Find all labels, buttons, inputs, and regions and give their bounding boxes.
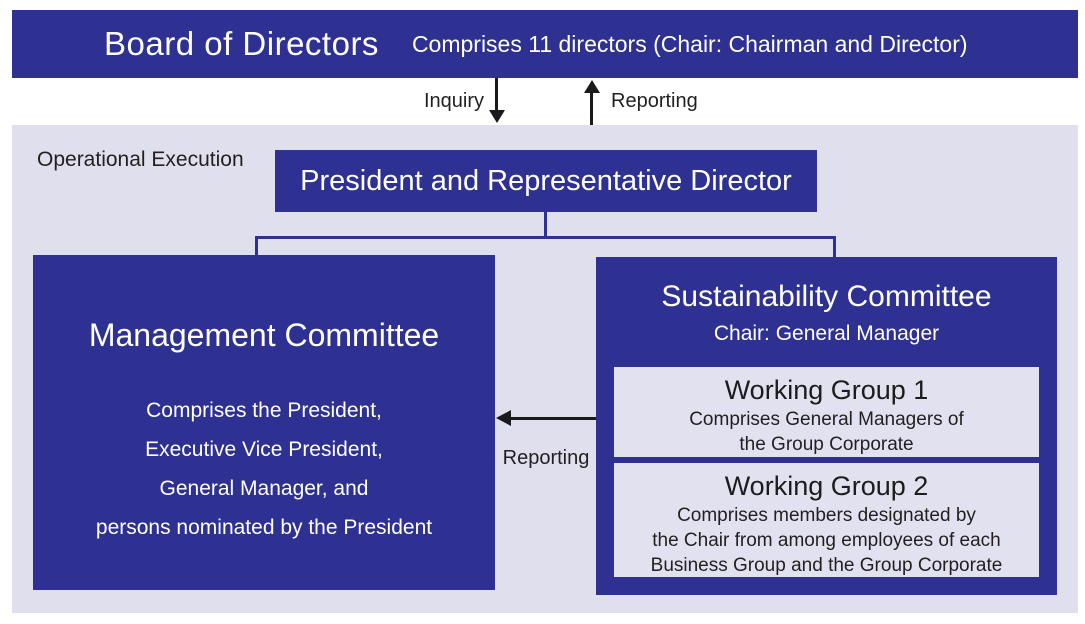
working-group-1-description: Comprises General Managers of the Group …: [614, 407, 1039, 457]
inquiry-label: Inquiry: [423, 90, 484, 112]
board-of-directors-box: Board of Directors Comprises 11 director…: [12, 10, 1078, 78]
management-committee-box: Management Committee Comprises the Presi…: [33, 255, 495, 590]
president-title: President and Representative Director: [300, 164, 792, 197]
working-group-2-box: Working Group 2 Comprises members design…: [614, 463, 1039, 577]
board-of-directors-title: Board of Directors: [104, 25, 379, 62]
working-group-1-title: Working Group 1: [724, 375, 929, 405]
reporting-up-label: Reporting: [611, 90, 698, 112]
management-committee-line: General Manager, and: [159, 477, 369, 500]
operational-execution-label: Operational Execution: [37, 148, 244, 171]
connector-branch-horizontal: [255, 236, 836, 239]
inquiry-down-arrow-icon: [495, 78, 498, 112]
sustainability-committee-title: Sustainability Committee: [661, 280, 992, 313]
working-group-2-line: Business Group and the Group Corporate: [650, 555, 1003, 576]
working-group-2-description: Comprises members designated by the Chai…: [614, 503, 1039, 578]
inquiry-down-arrowhead-icon: [489, 110, 505, 123]
sustainability-committee-box: Sustainability Committee Chair: General …: [596, 257, 1057, 595]
connector-drop-management: [255, 237, 258, 256]
working-group-1-box: Working Group 1 Comprises General Manage…: [614, 367, 1039, 457]
sustainability-committee-chair: Chair: General Manager: [713, 322, 940, 345]
management-committee-description: Comprises the President, Executive Vice …: [33, 391, 495, 547]
working-group-2-line: the Chair from among employees of each: [652, 530, 1001, 551]
reporting-up-arrow-icon: [590, 91, 593, 126]
management-committee-line: persons nominated by the President: [95, 516, 433, 539]
working-group-1-line: the Group Corporate: [739, 434, 914, 455]
connector-drop-sustainability: [833, 237, 836, 258]
connector-president-stem: [544, 211, 547, 238]
reporting-left-label: Reporting: [502, 447, 590, 469]
reporting-up-arrowhead-icon: [584, 80, 600, 93]
management-committee-title: Management Committee: [88, 317, 440, 353]
president-box: President and Representative Director: [275, 150, 817, 212]
management-committee-line: Comprises the President,: [146, 399, 382, 422]
reporting-left-arrowhead-icon: [496, 410, 511, 426]
working-group-1-line: Comprises General Managers of: [689, 409, 964, 430]
management-committee-line: Executive Vice President,: [145, 438, 383, 461]
working-group-2-line: Comprises members designated by: [677, 505, 976, 526]
working-group-2-title: Working Group 2: [724, 471, 929, 501]
board-of-directors-subtitle: Comprises 11 directors (Chair: Chairman …: [411, 30, 968, 57]
operational-execution-panel: Operational Execution President and Repr…: [12, 125, 1078, 613]
reporting-left-arrow-icon: [508, 417, 596, 420]
